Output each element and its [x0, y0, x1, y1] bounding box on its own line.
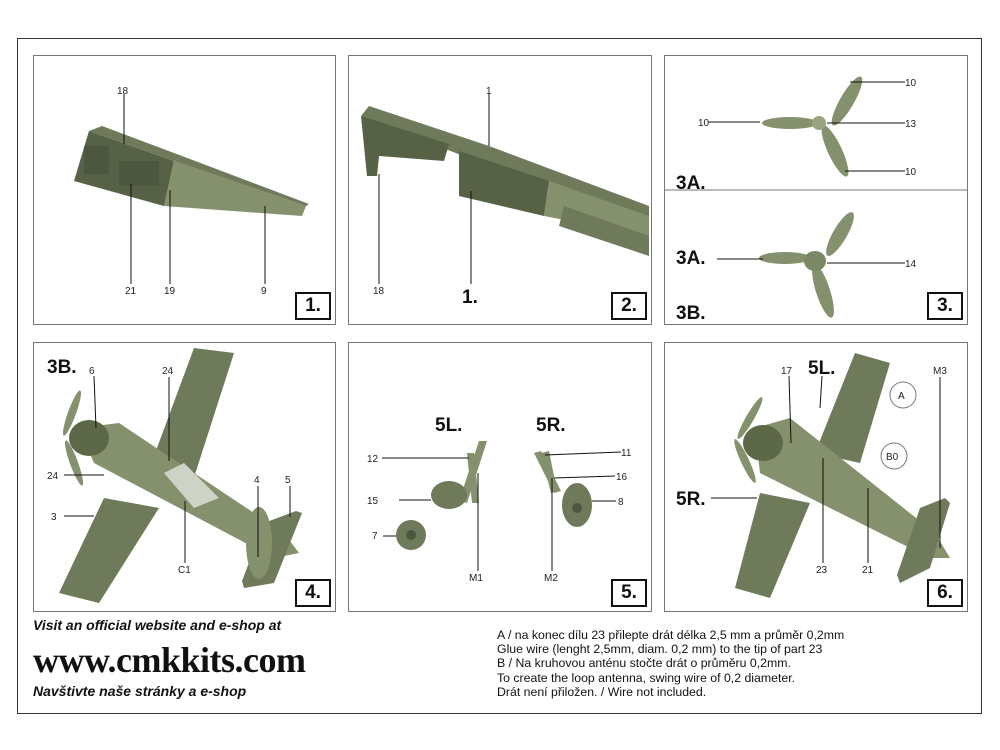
- step-number: 4.: [295, 579, 331, 607]
- label-14: 14: [905, 259, 917, 270]
- label-18: 18: [373, 286, 385, 297]
- label-24: 24: [47, 471, 59, 482]
- website-url[interactable]: www.cmkkits.com: [33, 640, 306, 680]
- step-3-illustration: 10 10 13 10 3A. 3A. 14 3B.: [665, 76, 967, 324]
- step-1-illustration: 18 21 19 9: [74, 86, 309, 297]
- page-frame: [17, 38, 982, 714]
- label-m1: M1: [469, 573, 483, 584]
- note-line: Glue wire (lenght 2,5mm, diam. 0,2 mm) t…: [497, 642, 823, 657]
- label-21: 21: [125, 286, 137, 297]
- label-10: 10: [905, 167, 917, 178]
- visit-text: Visit an official website and e-shop at: [33, 617, 282, 633]
- label-17: 17: [781, 366, 793, 377]
- note-line: To create the loop antenna, swing wire o…: [497, 670, 796, 685]
- step-5-illustration: 5L. 5R. 12 11 16 15 8 7 M1 M2: [367, 415, 632, 584]
- note-line: A / na konec dílu 23 přilepte drát délka…: [497, 628, 845, 642]
- label-6: 6: [89, 366, 95, 377]
- label-4: 4: [254, 475, 260, 486]
- step-number: 6.: [927, 579, 963, 607]
- label-15: 15: [367, 496, 379, 507]
- label-3: 3: [51, 512, 57, 523]
- callout-a: A: [898, 391, 905, 402]
- label-19: 19: [164, 286, 176, 297]
- step-panel-6: 5L. 17 M3 A B0 5R. 23 21 6.: [664, 342, 968, 612]
- label-23: 23: [816, 565, 828, 576]
- label-9: 9: [261, 286, 267, 297]
- label-1: 1: [486, 86, 492, 97]
- label-12: 12: [367, 454, 379, 465]
- step-panel-1: 18 21 19 9 1.: [33, 55, 336, 325]
- label-10: 10: [698, 118, 710, 129]
- substep-5r: 5R.: [536, 415, 566, 436]
- substep-5l: 5L.: [435, 415, 462, 436]
- label-24: 24: [162, 366, 174, 377]
- step-number: 3.: [927, 292, 963, 320]
- label-18: 18: [117, 86, 129, 97]
- label-21: 21: [862, 565, 874, 576]
- note-line: Drát není přiložen. / Wire not included.: [497, 684, 707, 699]
- wire-notes: A / na konec dílu 23 přilepte drát délka…: [497, 628, 967, 699]
- label-11: 11: [621, 448, 632, 459]
- note-line: B / Na kruhovou anténu stočte drát o prů…: [497, 656, 791, 671]
- substep-1: 1.: [462, 287, 478, 308]
- label-m2: M2: [544, 573, 558, 584]
- substep-3b: 3B.: [47, 357, 77, 378]
- substep-3a: 3A.: [676, 173, 706, 194]
- substep-5r: 5R.: [676, 489, 706, 510]
- label-m3: M3: [933, 366, 947, 377]
- substep-3a: 3A.: [676, 248, 706, 269]
- step-panel-4: 3B. 6 24 24 3 C1 4 5 4.: [33, 342, 336, 612]
- step-number: 1.: [295, 292, 331, 320]
- substep-3b: 3B.: [676, 303, 706, 324]
- label-8: 8: [618, 497, 624, 508]
- label-13: 13: [905, 119, 917, 130]
- label-7: 7: [372, 531, 378, 542]
- step-panel-3: 10 10 13 10 3A. 3A. 14 3B. 3.: [664, 55, 968, 325]
- step-2-illustration: 1 18 1.: [361, 86, 649, 308]
- step-number: 2.: [611, 292, 647, 320]
- step-6-illustration: 5L. 17 M3 A B0 5R. 23 21: [676, 353, 950, 598]
- visit-text-cz: Navštivte naše stránky a e-shop: [33, 683, 247, 699]
- step-panel-5: 5L. 5R. 12 11 16 15 8 7 M1 M2 5.: [348, 342, 652, 612]
- substep-5l: 5L.: [808, 358, 835, 379]
- step-4-illustration: 3B. 6 24 24 3 C1 4 5: [47, 348, 302, 603]
- callout-b0: B0: [886, 452, 899, 463]
- website-block: Visit an official website and e-shop at …: [33, 617, 353, 699]
- label-10: 10: [905, 78, 917, 89]
- step-number: 5.: [611, 579, 647, 607]
- label-5: 5: [285, 475, 291, 486]
- step-panel-2: 1 18 1. 2.: [348, 55, 652, 325]
- label-16: 16: [616, 472, 628, 483]
- label-c1: C1: [178, 565, 191, 576]
